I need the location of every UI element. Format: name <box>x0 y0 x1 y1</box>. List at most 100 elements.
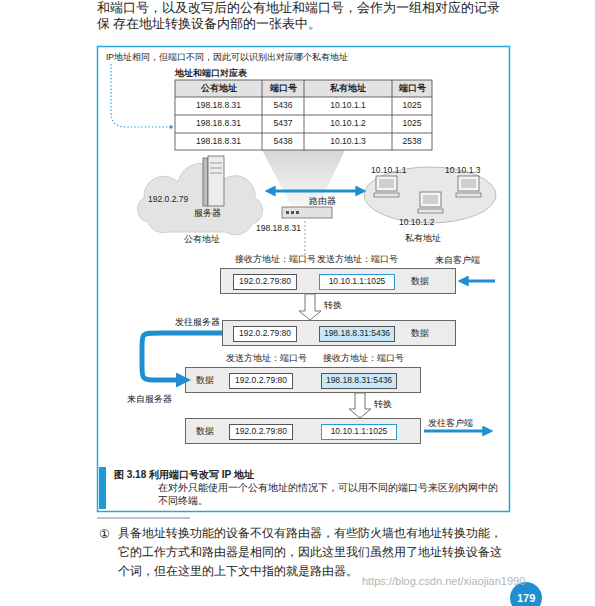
network-name: 私有地址 <box>405 233 441 244</box>
outgoing-arrow <box>424 430 490 433</box>
server-icon <box>208 156 224 206</box>
guide-line <box>305 221 306 256</box>
edge-label: 转换 <box>324 300 342 311</box>
table-cell: 10.10.1.3 <box>304 136 392 147</box>
address-text: 192.0.2.79:80 <box>234 327 296 340</box>
server-slot <box>210 168 222 169</box>
server-slot <box>210 163 222 164</box>
packet: 发送方地址：端口号接收方地址：端口号数据192.0.2.79:80198.18.… <box>185 367 421 393</box>
device-name: 路由器 <box>309 196 336 207</box>
computer-base <box>374 193 399 197</box>
table-cell: 5437 <box>262 118 304 129</box>
device-name: 服务器 <box>194 208 221 219</box>
payload-text: 数据 <box>411 276 429 287</box>
ip-address: 10.10.1.1 <box>371 165 406 176</box>
address-text: 192.0.2.79:80 <box>230 374 292 387</box>
table-rule <box>175 133 432 134</box>
table-border <box>175 80 432 150</box>
field-header: 发送方地址：端口号 <box>317 254 398 265</box>
address-text: 192.0.2.79:80 <box>234 275 296 288</box>
network-name: 公有地址 <box>184 234 220 245</box>
computer-screen <box>423 195 438 204</box>
table-header: 端口号 <box>392 83 432 94</box>
address-field: 192.0.2.79:80 <box>229 424 293 440</box>
address-text: 198.18.8.31:5436 <box>322 374 396 387</box>
table-cell: 5438 <box>262 136 304 147</box>
direction-note: 发往服务器 <box>175 317 220 328</box>
address-field: 10.10.1.1:1025 <box>321 424 397 440</box>
router-icon <box>282 207 332 218</box>
footnote-mark: ① <box>99 526 110 542</box>
callout-note: IP地址相同，但端口不同，因此可以识别出对应哪个私有地址 <box>106 52 348 63</box>
address-text: 192.0.2.79:80 <box>230 425 292 438</box>
address-field: 192.0.2.79:80 <box>233 274 297 290</box>
figure-caption: 图 3.18 利用端口号改写 IP 地址 <box>114 468 254 481</box>
computer-screen <box>379 179 394 188</box>
address-text: 198.18.8.31:5436 <box>320 327 394 340</box>
payload-text: 数据 <box>196 375 214 386</box>
address-text: 10.10.1.1:1025 <box>322 425 396 438</box>
table-cell: 2538 <box>392 136 432 147</box>
table-cell: 5436 <box>262 100 304 111</box>
computer-icon <box>420 192 441 207</box>
address-field: 10.10.1.1:1025 <box>319 274 395 290</box>
payload-text: 数据 <box>196 426 214 437</box>
table-cell: 198.18.8.31 <box>175 100 262 111</box>
edge-label: 来自服务器 <box>127 394 172 405</box>
edge-label: 转换 <box>374 399 392 410</box>
ip-address: 10.10.1.2 <box>399 217 434 228</box>
computer-base <box>418 209 443 213</box>
server-side <box>203 158 208 206</box>
table-header-fill <box>175 80 432 97</box>
table-title: 地址和端口对应表 <box>175 68 247 79</box>
ip-address: 198.18.8.31 <box>256 223 301 234</box>
computer-icon <box>376 176 397 191</box>
table-cell: 198.18.8.31 <box>175 136 262 147</box>
leader-dot <box>169 125 173 129</box>
caption-bar <box>99 467 106 509</box>
packet: 发往客户端数据192.0.2.79:8010.10.1.1:1025 <box>185 418 421 444</box>
footnote-text: 具备地址转换功能的设备不仅有路由器，有些防火墙也有地址转换功能， 它的工作方式和… <box>118 524 510 581</box>
leader-line <box>111 64 171 127</box>
address-text: 10.10.1.1:1025 <box>320 275 394 288</box>
field-header: 发送方地址：端口号 <box>226 353 307 364</box>
address-field: 192.0.2.79:80 <box>229 373 293 389</box>
caption-text: 在对外只能使用一个公有地址的情况下，可以用不同的端口号来区别内网中的 不同终端。 <box>158 481 506 507</box>
body-text: 和端口号，以及改写后的公有地址和端口号，会作为一组相对应的记录保 存在地址转换设… <box>97 0 511 32</box>
ip-address: 10.10.1.3 <box>445 165 480 176</box>
field-header: 接收方地址：端口号 <box>323 353 404 364</box>
flow-arrow <box>142 333 222 380</box>
direction-note: 发往客户端 <box>428 418 473 429</box>
table-cell: 10.10.1.1 <box>304 100 392 111</box>
packet: 接收方地址：端口号发送方地址：端口号来自客户端数据192.0.2.79:8010… <box>220 268 456 294</box>
table-rule <box>175 97 432 98</box>
table-header: 私有地址 <box>304 83 392 94</box>
footnote-rule <box>97 518 190 519</box>
address-field: 198.18.8.31:5436 <box>319 326 395 342</box>
watermark: https://blog.csdn.net/xiaojian1990 <box>362 574 525 588</box>
table-rule <box>175 115 432 116</box>
table-header: 公有地址 <box>175 83 262 94</box>
router-light <box>291 211 294 214</box>
direction-note: 来自客户端 <box>435 255 480 266</box>
packet: 发往服务器数据192.0.2.79:80198.18.8.31:5436 <box>222 320 456 346</box>
flow-arrow <box>268 190 363 193</box>
computer-screen <box>461 179 476 188</box>
table-cell: 1025 <box>392 100 432 111</box>
figure-frame <box>98 47 510 512</box>
address-field: 192.0.2.79:80 <box>233 326 297 342</box>
table-header: 端口号 <box>262 83 304 94</box>
computer-icon <box>458 176 479 191</box>
conversion-arrow <box>299 294 321 320</box>
cloud-outline <box>138 163 263 235</box>
incoming-arrow <box>461 280 495 283</box>
payload-text: 数据 <box>411 328 429 339</box>
table-cell: 198.18.8.31 <box>175 118 262 129</box>
lookup-funnel <box>262 150 345 207</box>
ip-address: 192.0.2.79 <box>148 194 188 205</box>
computer-base <box>456 193 481 197</box>
